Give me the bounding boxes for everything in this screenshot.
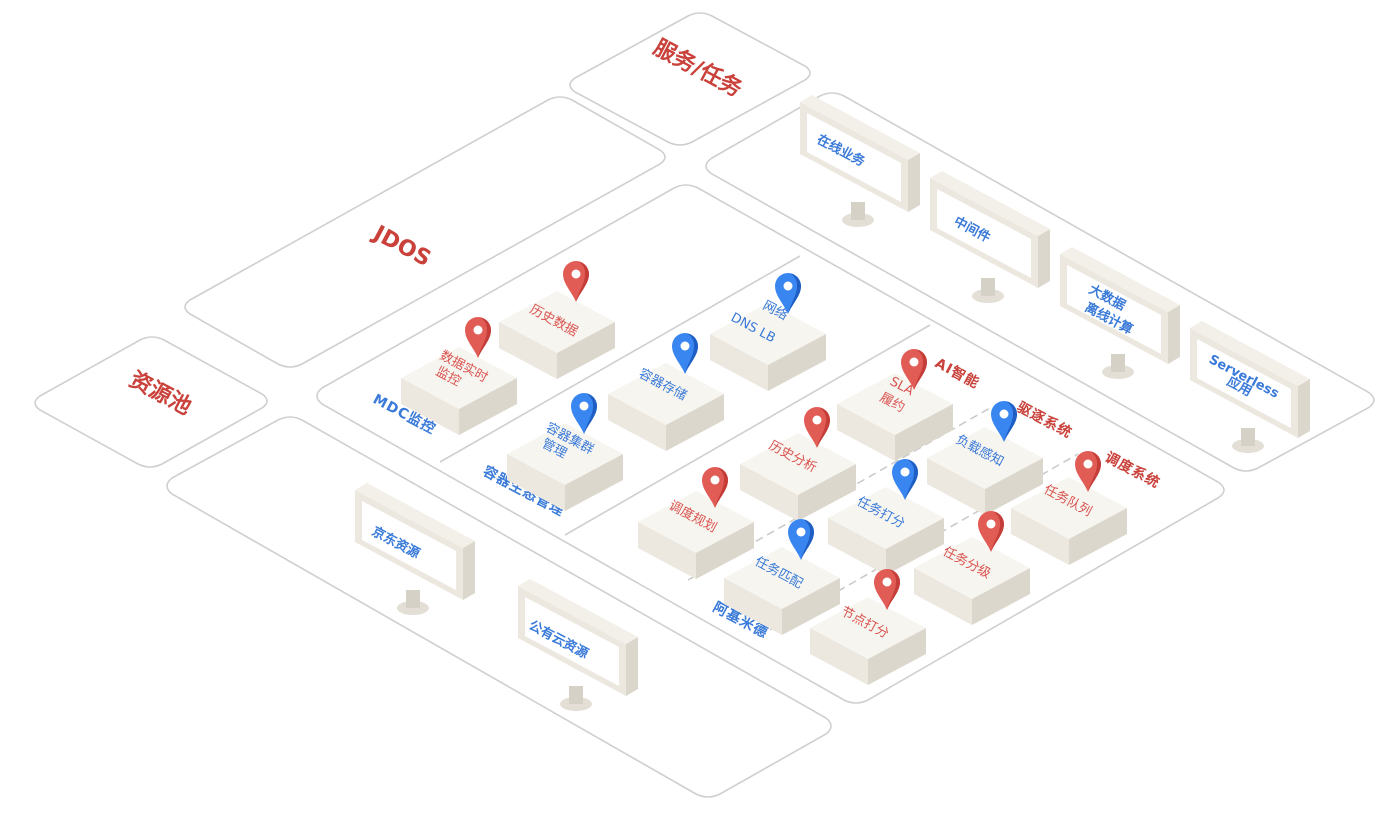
region-jdos-label: [184, 96, 666, 368]
monitor-public-cloud: 公有云资源: [518, 579, 638, 711]
block-node-score: 节点打分: [810, 597, 926, 685]
region-jdos-main: [316, 184, 1225, 704]
jdos-title: JDOS: [367, 220, 434, 272]
region-resource-pool-label: [34, 336, 268, 468]
resource-pool-title: 资源池: [125, 367, 195, 420]
block-container-storage: 容器存储: [608, 363, 724, 451]
block-task-dispatch: 任务匹配: [724, 547, 840, 635]
block-network: 网络 DNS LB: [710, 297, 826, 391]
ai-label: AI智能: [932, 355, 982, 393]
block-schedule-plan: 调度规划: [638, 491, 754, 579]
divider-mdc: [439, 255, 801, 463]
service-task-title: 服务/任务: [649, 34, 747, 103]
drive-system-label: 驱逐系统: [1014, 399, 1075, 442]
block-task-split: 任务分级: [914, 537, 1030, 625]
monitor-serverless: Serverless 应用: [1190, 321, 1310, 453]
block-container-cluster: 容器集群 管理: [507, 419, 623, 511]
pin-realtime-monitor: [465, 317, 491, 358]
region-resource-pool: [166, 416, 832, 798]
monitor-online-business: 在线业务: [800, 95, 920, 227]
block-task-queue: 任务队列: [1011, 477, 1127, 565]
block-sla: SLA 履约: [837, 373, 953, 461]
pin-history-data: [563, 261, 589, 302]
block-load-aware: 负载感知: [927, 427, 1043, 515]
pin-container-cluster: [571, 393, 597, 434]
block-history-data: 历史数据: [499, 291, 615, 379]
monitor-middleware: 中间件: [930, 171, 1050, 303]
region-services-panel: [705, 92, 1375, 472]
schedule-system-label: 调度系统: [1102, 449, 1163, 492]
divider-container: [564, 324, 931, 536]
region-service-task: [569, 12, 811, 146]
monitor-jd-resources: 京东资源: [355, 483, 475, 615]
monitor-bigdata: 大数据 离线计算: [1060, 247, 1180, 379]
pin-container-storage: [672, 333, 698, 374]
block-task-score: 任务打分: [828, 487, 944, 575]
block-history-analysis: 历史分析: [740, 433, 856, 521]
